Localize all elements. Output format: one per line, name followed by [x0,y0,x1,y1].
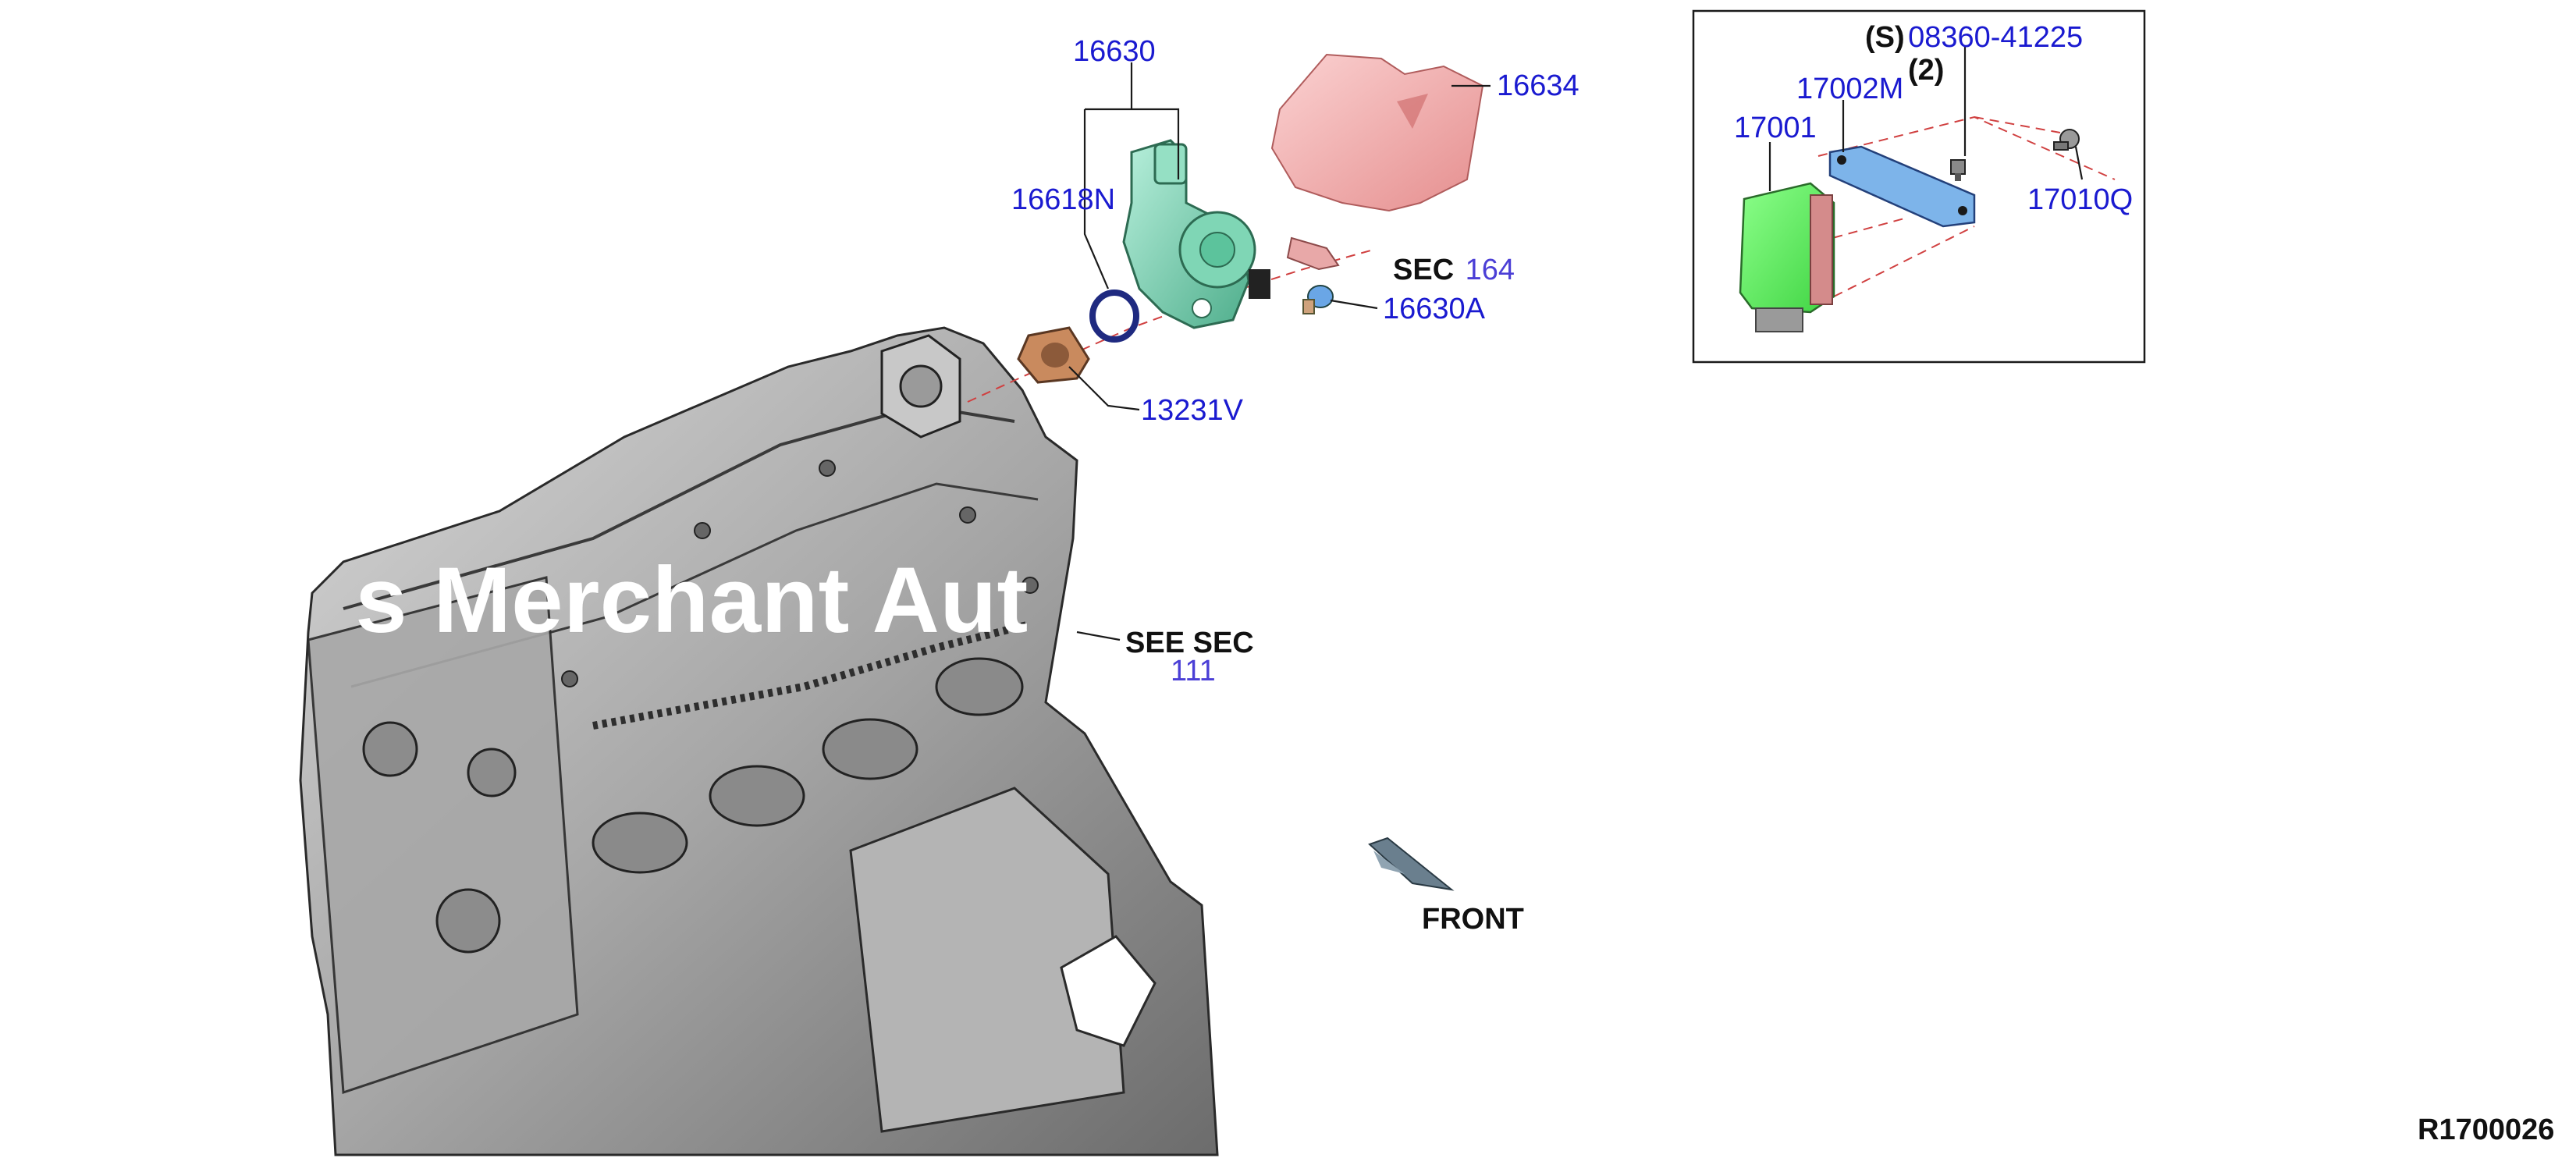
label-17010Q: 17010Q [2027,183,2133,216]
label-16630A: 16630A [1383,293,1486,325]
screw-08360-41225 [1950,159,1966,181]
front-arrow-icon [1368,837,1455,891]
o-ring-16618N [1089,290,1139,343]
screw-prefix: (S) [1865,21,1905,54]
bolt-16630A [1302,285,1334,314]
ecm-module-17001 [1739,182,1835,332]
label-17001: 17001 [1734,112,1817,144]
heat-shield-16634 [1270,53,1484,212]
label-16634: 16634 [1497,69,1579,102]
diagram-reference: R1700026 [2418,1114,2554,1146]
label-screw: (S) 08360-41225 [1865,21,2083,54]
label-13231V: 13231V [1141,394,1244,427]
inset-box [1692,9,2146,364]
label-sec-111: 111 [1171,655,1216,687]
sec-number-164: 164 [1466,254,1515,286]
screw-part-number: 08360-41225 [1908,21,2083,54]
engine-assembly [299,326,1219,1156]
label-qty: (2) [1908,54,1944,87]
intake-ports [592,657,1024,874]
bracket-17002M [1828,145,1976,228]
label-see-sec: SEE SEC [1125,627,1254,659]
fuel-pump-16630 [1122,139,1270,329]
watermark: s Merchant Aut [355,548,1028,652]
label-16618N: 16618N [1011,183,1115,216]
label-sec-164: SEC 164 [1393,254,1515,286]
leader-lines [1068,62,1491,641]
label-17002M: 17002M [1796,73,1903,105]
label-16630: 16630 [1073,35,1156,68]
bolt-17010Q [2053,129,2080,151]
sec-prefix: SEC [1393,254,1454,286]
label-front: FRONT [1422,903,1524,936]
fuel-line-fitting [1286,236,1340,271]
